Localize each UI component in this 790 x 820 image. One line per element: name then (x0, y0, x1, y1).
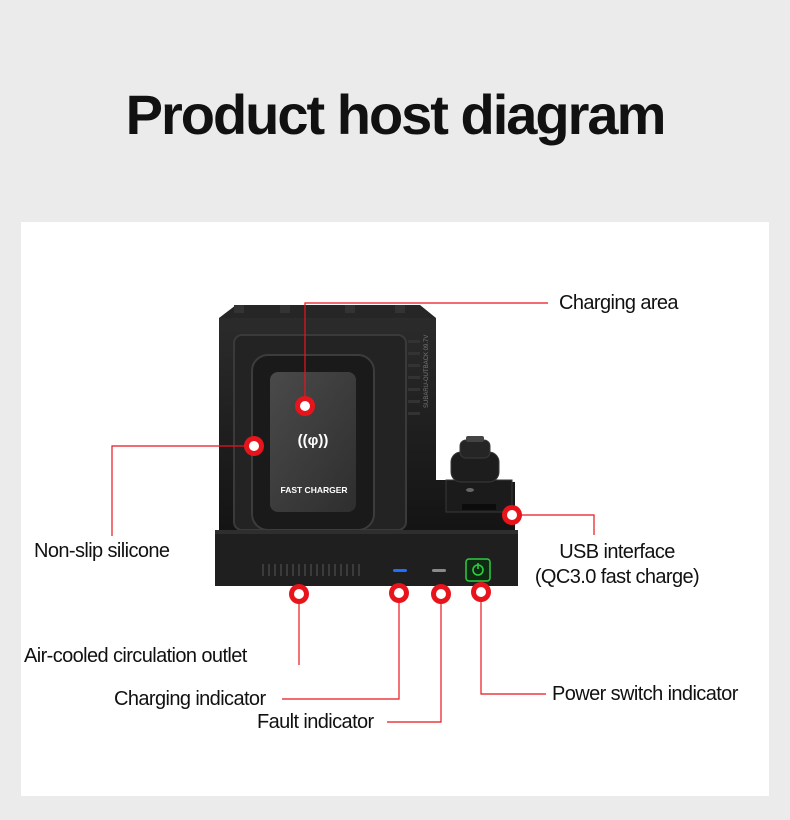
pad-label: FAST CHARGER (280, 485, 347, 495)
charging-led (393, 569, 407, 572)
marker-fault-indicator (431, 584, 451, 604)
label-power-switch-indicator: Power switch indicator (552, 683, 738, 705)
side-ribs (408, 340, 420, 415)
wireless-icon: ((φ)) (298, 432, 329, 449)
callout-lines (111, 302, 595, 723)
fault-led (432, 569, 446, 572)
callout-markers (244, 396, 522, 604)
label-charging-area: Charging area (559, 292, 679, 314)
label-fault-indicator: Fault indicator (257, 711, 374, 733)
marker-charging-area (295, 396, 315, 416)
page-title: Product host diagram (125, 83, 667, 146)
label-usb-qc: (QC3.0 fast charge) (534, 566, 700, 588)
callout-line-non-slip (111, 445, 254, 536)
charging-pad (270, 372, 356, 512)
air-vents (262, 564, 360, 576)
usb-port (462, 504, 496, 510)
label-usb-interface: USB interface (559, 541, 675, 563)
side-print: SUBARU-OUTBACK 09.7V (424, 335, 430, 408)
marker-power-switch (471, 582, 491, 602)
callout-line-fault-indicator (387, 594, 442, 723)
marker-usb (502, 505, 522, 525)
power-switch-button (465, 558, 491, 582)
callout-line-charging-area (304, 302, 548, 406)
top-lip (219, 305, 436, 318)
marker-non-slip (244, 436, 264, 456)
marker-charging-indicator (389, 583, 409, 603)
marker-air-outlet (289, 584, 309, 604)
car-adapter (450, 436, 500, 483)
callout-line-power-switch (480, 592, 546, 695)
callout-line-usb (512, 514, 595, 535)
label-air-outlet: Air-cooled circulation outlet (24, 645, 247, 667)
label-charging-indicator: Charging indicator (114, 688, 266, 710)
charger-host (215, 305, 518, 586)
label-non-slip-silicone: Non-slip silicone (34, 540, 170, 562)
callout-line-charging-indicator (282, 593, 400, 700)
